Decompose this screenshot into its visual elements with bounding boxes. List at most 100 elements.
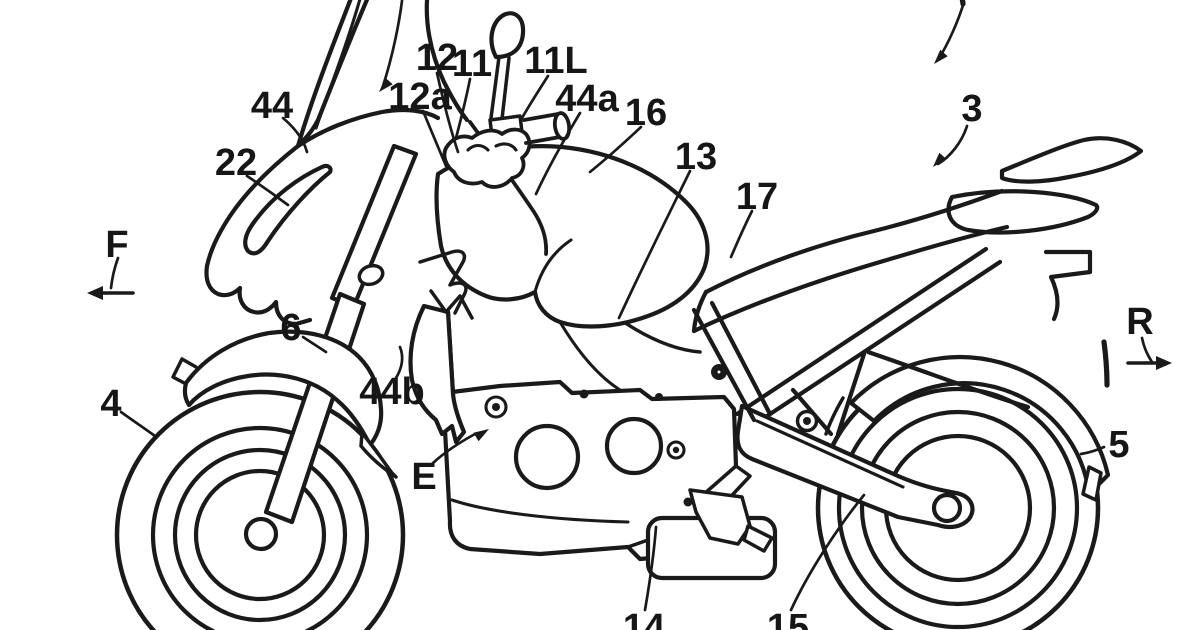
seat-front-edge: [691, 289, 709, 334]
mirror-handlebar: [442, 11, 572, 189]
label-44: 44: [251, 85, 293, 127]
front-tire-inner: [150, 425, 370, 630]
front-rim-inner: [193, 468, 327, 602]
front-fairing: [204, 107, 549, 445]
arrowhead-E: [473, 429, 489, 442]
arrow-windscreen: [381, 0, 404, 88]
leader-14: [643, 525, 658, 612]
mud-flap: [1081, 465, 1103, 502]
grip-cylinder: [522, 112, 562, 145]
fuel-tank: [434, 144, 710, 392]
fairing-vent-zigzag-1: [418, 249, 468, 315]
label-11L: 11L: [524, 40, 587, 82]
bolt-dot-2: [655, 393, 663, 401]
seat: [691, 188, 1010, 334]
label-4: 4: [100, 383, 121, 425]
front-wheel: [114, 389, 406, 630]
leader-11L: [520, 74, 550, 120]
frame-spar-1: [691, 307, 757, 423]
seat-base-line: [691, 224, 1010, 334]
label-12a: 12a: [388, 76, 452, 118]
rear-signal-stalk: [1101, 339, 1110, 388]
arrowhead-F: [87, 286, 103, 300]
rear-fender-hugger: [848, 354, 1111, 502]
footpeg-bracket: [688, 488, 752, 546]
tail-step-bracket: [1043, 249, 1093, 322]
crankcase-line: [450, 498, 630, 524]
windscreen-inner-line: [314, 0, 362, 130]
leader-R: [1140, 336, 1154, 364]
pivot-bolt-center: [803, 417, 811, 425]
leader-12: [435, 71, 460, 154]
frame-spar-2: [709, 300, 773, 417]
front-axle: [243, 516, 279, 552]
label-F: F: [105, 224, 128, 266]
rear-axle: [931, 492, 963, 524]
fender-rear-spike: [359, 431, 398, 479]
arrowhead-windscreen: [379, 77, 393, 92]
leader-22: [245, 174, 290, 207]
arrowhead-1: [934, 49, 948, 64]
fairing-lower-panel: [408, 303, 467, 445]
mirror-head: [489, 11, 526, 60]
tank-to-engine-line: [558, 320, 622, 392]
bolt-dot-3: [683, 497, 693, 507]
leader-E: [431, 432, 477, 465]
rear-subframe: [734, 246, 1003, 437]
subframe-strut-2: [835, 351, 867, 437]
clamp-detail-lines: [466, 142, 518, 152]
seat-top-line: [703, 188, 1005, 295]
engine-bolt-center: [672, 446, 680, 454]
subframe-tube-upper: [734, 246, 989, 417]
tail-bodywork: [865, 136, 1144, 410]
arrowhead-3: [933, 152, 947, 167]
leader-6: [301, 335, 328, 354]
label-44a: 44a: [555, 78, 619, 120]
dash-edge: [424, 0, 470, 123]
leader-44: [281, 116, 309, 154]
tail-underside-line: [865, 349, 1031, 410]
engine-cover-right: [604, 416, 664, 476]
label-R: R: [1126, 301, 1153, 343]
leader-12a: [421, 109, 448, 168]
leader-lines: [87, 0, 1172, 612]
fairing-vent-zigzag-2: [429, 289, 474, 320]
engine-front-bolt-center: [492, 403, 500, 411]
front-tire-outer: [114, 389, 406, 630]
exhaust-connector: [626, 538, 650, 549]
tail-top-blade: [999, 136, 1144, 184]
callout-labels: 44 22 12 11 11L 12a 44a 16 13 17 3 F R 6…: [100, 37, 1153, 630]
front-rim-outer: [172, 447, 348, 623]
tank-outline: [434, 144, 710, 329]
rear-tire-inner: [836, 386, 1080, 630]
label-11: 11: [452, 43, 492, 85]
engine: [442, 379, 739, 562]
label-17: 17: [736, 176, 778, 218]
shock-absorber: [824, 396, 845, 436]
fender-beak-notch: [171, 357, 198, 386]
leader-5: [1079, 445, 1106, 456]
label-15: 15: [767, 607, 809, 630]
leader-4: [119, 410, 157, 438]
rear-rim-outer: [859, 409, 1057, 607]
bolt-dot-1: [579, 389, 589, 399]
leader-11: [454, 77, 472, 140]
front-fender: [171, 329, 398, 479]
label-E: E: [411, 456, 436, 498]
label-3: 3: [961, 88, 982, 130]
leader-44b: [394, 345, 404, 380]
swingarm: [735, 403, 975, 530]
tail-mid-cowl: [946, 189, 1100, 235]
leader-44a: [534, 111, 582, 196]
chain-line: [755, 419, 905, 489]
leader-13: [617, 169, 692, 320]
headlight-crescent: [243, 163, 333, 256]
engine-cover-left: [513, 423, 581, 491]
label-12: 12: [416, 37, 458, 79]
windscreen: [295, 0, 470, 149]
tank-knee-line: [533, 238, 573, 294]
label-5: 5: [1108, 424, 1129, 466]
mirror-stalk-left: [489, 55, 501, 120]
